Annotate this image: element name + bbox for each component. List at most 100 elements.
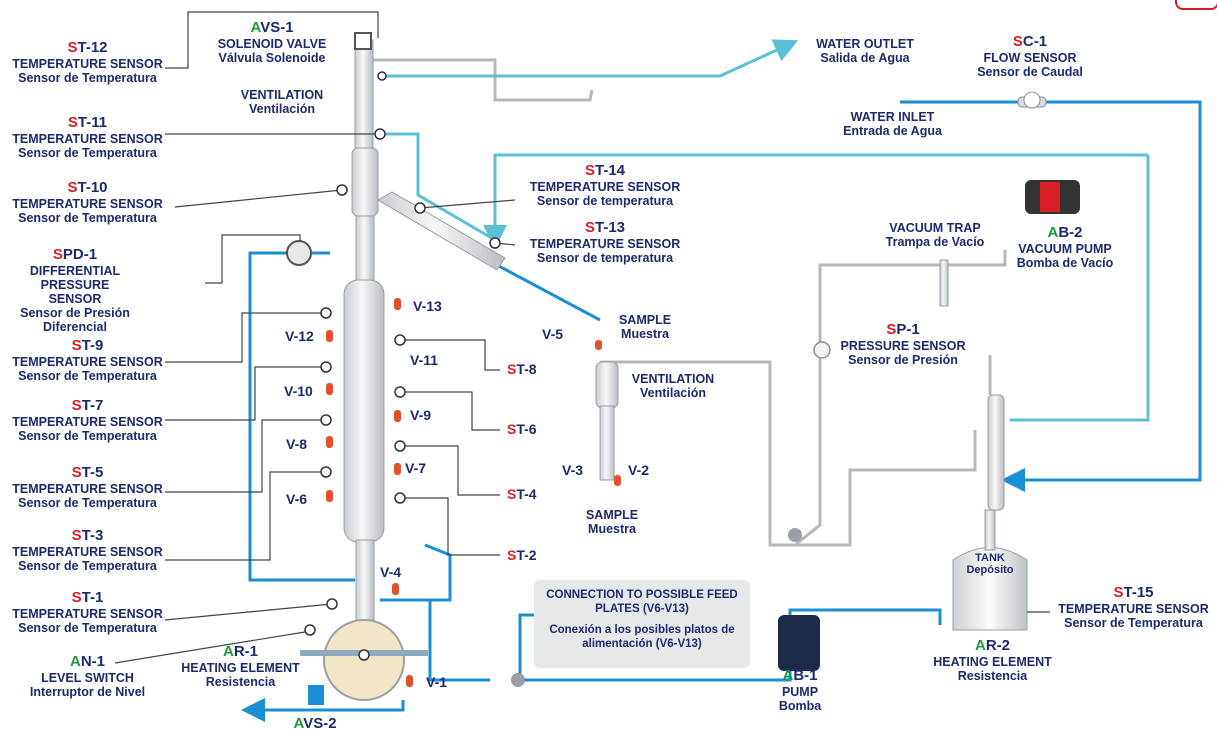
label-sp1: SP-1 PRESSURE SENSOR Sensor de Presión bbox=[840, 321, 966, 367]
callout-st2 bbox=[400, 497, 500, 556]
avs1-valve-body bbox=[354, 32, 372, 50]
corner-badge bbox=[1175, 0, 1217, 10]
grey-line-ventilation bbox=[365, 58, 594, 102]
probe-st13 bbox=[489, 237, 501, 249]
label-st10: ST-10 TEMPERATURE SENSOR Sensor de Tempe… bbox=[12, 179, 163, 225]
callout-an1 bbox=[114, 631, 306, 664]
water-lines bbox=[380, 39, 1150, 422]
grey-lines bbox=[365, 58, 1007, 547]
callout-st1 bbox=[164, 603, 333, 621]
valve-v13 bbox=[394, 298, 401, 310]
label-sample-bottom: SAMPLE Muestra bbox=[585, 508, 639, 536]
label-st5: ST-5 TEMPERATURE SENSOR Sensor de Temper… bbox=[12, 464, 163, 510]
tag-v9: V-9 bbox=[410, 407, 432, 423]
grey-line-trap bbox=[794, 250, 1007, 547]
callout-st14 bbox=[419, 199, 516, 209]
label-spd1: SPD-1 DIFFERENTIAL PRESSURE SENSOR Senso… bbox=[20, 246, 130, 334]
tank-pipe bbox=[984, 509, 996, 551]
label-avs2: AVS-2 bbox=[293, 715, 337, 730]
label-water-outlet: WATER OUTLET Salida de Agua bbox=[816, 37, 914, 65]
tag-v12: V-12 bbox=[285, 328, 314, 344]
probe-st2 bbox=[394, 492, 406, 504]
valve-v12 bbox=[326, 330, 333, 342]
label-st9: ST-9 TEMPERATURE SENSOR Sensor de Temper… bbox=[12, 337, 163, 383]
tag-st4: ST-4 bbox=[507, 486, 537, 502]
probe-st12 bbox=[377, 71, 387, 81]
water-inlet-line bbox=[900, 100, 1202, 492]
water-line-header bbox=[483, 153, 1148, 249]
label-st15: ST-15 TEMPERATURE SENSOR Sensor de Tempe… bbox=[1058, 584, 1209, 630]
feed-column-line bbox=[380, 598, 490, 682]
distillation-column bbox=[300, 32, 428, 701]
label-sc1: SC-1 FLOW SENSOR Sensor de Caudal bbox=[977, 33, 1083, 79]
three-way-valve-vacuum bbox=[788, 528, 802, 542]
three-way-valve-feed bbox=[511, 673, 525, 687]
pump-line bbox=[520, 608, 942, 682]
callout-st9 bbox=[165, 312, 326, 363]
callout-spd1 bbox=[205, 234, 301, 284]
right-condenser bbox=[987, 394, 1005, 511]
label-tank: TANK Depósito bbox=[966, 552, 1014, 577]
probe-st8 bbox=[394, 334, 406, 346]
tag-v11: V-11 bbox=[410, 352, 439, 368]
probe-st10 bbox=[336, 184, 348, 196]
label-st13: ST-13 TEMPERATURE SENSOR Sensor de tempe… bbox=[529, 219, 681, 265]
column-body bbox=[343, 279, 385, 543]
tag-v2: V-2 bbox=[628, 462, 650, 478]
flow-sensor bbox=[1017, 91, 1047, 109]
label-water-inlet: WATER INLET Entrada de Agua bbox=[843, 110, 942, 138]
label-st11: ST-11 TEMPERATURE SENSOR Sensor de Tempe… bbox=[12, 114, 163, 160]
probe-st9 bbox=[320, 307, 332, 319]
callout-lines bbox=[114, 11, 1050, 664]
receiver-tube bbox=[599, 405, 615, 481]
receiver-body bbox=[595, 361, 619, 409]
tag-st2: ST-2 bbox=[507, 547, 537, 563]
label-ab2: AB-2 VACUUM PUMP Bomba de Vacío bbox=[1016, 224, 1114, 270]
valve-v4 bbox=[392, 583, 399, 595]
column-condenser bbox=[351, 147, 379, 217]
three-way-valves bbox=[511, 528, 802, 687]
column-neck bbox=[355, 215, 375, 283]
vacuum-pump-accent bbox=[1040, 182, 1060, 212]
probe-ar1 bbox=[358, 649, 370, 661]
probe-st3 bbox=[320, 466, 332, 478]
probe-st6 bbox=[394, 386, 406, 398]
sample-valves bbox=[326, 298, 621, 687]
probe-st4 bbox=[394, 440, 406, 452]
avs2-valve-body bbox=[308, 685, 324, 705]
label-ventilation-right: VENTILATION Ventilación bbox=[631, 372, 715, 400]
drain-line bbox=[241, 698, 405, 722]
vacuum-pump bbox=[1025, 180, 1080, 214]
tag-v5: V-5 bbox=[542, 326, 564, 342]
valve-v7 bbox=[394, 463, 401, 475]
vacuum-trap-body bbox=[939, 259, 949, 307]
valve-v1 bbox=[406, 675, 413, 687]
label-an1: AN-1 LEVEL SWITCH Interruptor de Nivel bbox=[29, 653, 146, 699]
feed-plates-note-es: Conexión a los posibles platos de alimen… bbox=[549, 623, 735, 651]
receiver bbox=[595, 361, 619, 481]
label-st1: ST-1 TEMPERATURE SENSOR Sensor de Temper… bbox=[12, 589, 163, 635]
callout-st12 bbox=[165, 11, 379, 69]
tag-v7: V-7 bbox=[405, 460, 427, 476]
probe-st7 bbox=[320, 361, 332, 373]
probe-st11 bbox=[374, 128, 386, 140]
grey-line-tank-vent bbox=[795, 430, 977, 547]
tag-v6: V-6 bbox=[286, 491, 308, 507]
tank-body bbox=[952, 547, 1028, 631]
callout-st3 bbox=[165, 471, 326, 561]
callout-st6 bbox=[400, 391, 500, 431]
probe-an1 bbox=[304, 624, 316, 636]
label-st3: ST-3 TEMPERATURE SENSOR Sensor de Temper… bbox=[12, 527, 163, 573]
tag-v4: V-4 bbox=[380, 564, 402, 580]
callout-st8 bbox=[400, 339, 500, 371]
feed-plates-note-en: CONNECTION TO POSSIBLE FEED PLATES (V6-V… bbox=[546, 589, 738, 616]
label-ventilation-top: VENTILATION Ventilación bbox=[240, 88, 324, 116]
tag-v3: V-3 bbox=[562, 462, 584, 478]
valve-v6 bbox=[326, 490, 333, 502]
side-condenser bbox=[377, 191, 506, 271]
tag-v1: V-1 bbox=[426, 674, 448, 690]
valve-v8 bbox=[326, 436, 333, 448]
probe-st1 bbox=[326, 598, 338, 610]
